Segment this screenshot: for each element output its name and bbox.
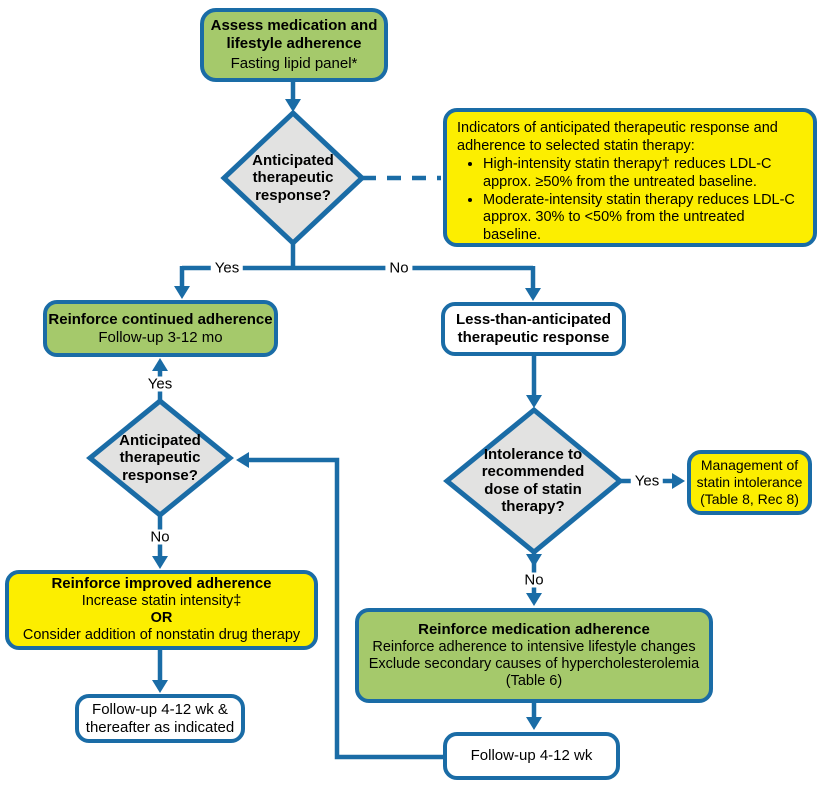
- edge-label-yes-left-diamond: Yes: [143, 376, 177, 392]
- arrowhead-loop-into-left-diamond: [236, 452, 249, 468]
- node-followup-thereafter: Follow-up 4-12 wk & thereafter as indica…: [75, 694, 245, 743]
- node-text: Management of statin intolerance (Table …: [696, 457, 803, 507]
- node-line2: Reinforce adherence to intensive lifesty…: [372, 638, 696, 655]
- indicators-bullet-2: Moderate-intensity statin therapy reduce…: [483, 192, 803, 245]
- node-reinforce-continued: Reinforce continued adherence Follow-up …: [43, 300, 278, 357]
- arrowhead-into-management: [672, 473, 685, 489]
- node-line3: OR: [150, 610, 173, 627]
- node-title: Reinforce medication adherence: [418, 620, 650, 638]
- node-assess-adherence: Assess medication and lifestyle adherenc…: [200, 8, 388, 82]
- edge-label-no-left-diamond: No: [146, 529, 174, 545]
- node-management-intolerance: Management of statin intolerance (Table …: [687, 450, 812, 515]
- diamond-intolerance-question: Intolerance to recommended dose of stati…: [481, 446, 585, 516]
- arrowhead-into-followup: [526, 717, 542, 730]
- node-line3: Exclude secondary causes of hypercholest…: [368, 655, 700, 689]
- arrowhead-into-followup-thereafter: [152, 680, 168, 693]
- edge-label-yes-intolerance: Yes: [630, 473, 664, 489]
- node-title: Reinforce improved adherence: [51, 575, 272, 593]
- node-subtitle: Follow-up 3-12 mo: [98, 328, 223, 346]
- edge-label-yes-top-branch: Yes: [210, 260, 244, 276]
- node-line4: Consider addition of nonstatin drug ther…: [22, 627, 301, 644]
- arrowhead-into-reinforce-medication: [526, 593, 542, 606]
- edge-label-no-intolerance: No: [520, 572, 548, 588]
- arrowhead-up-into-reinforce-continued: [152, 358, 168, 371]
- indicators-intro: Indicators of anticipated therapeutic re…: [457, 120, 778, 154]
- node-followup-4-12: Follow-up 4-12 wk: [443, 732, 620, 780]
- node-less-than-anticipated: Less-than-anticipated therapeutic respon…: [441, 302, 626, 356]
- node-line2: Increase statin intensity‡: [81, 593, 242, 610]
- diamond-anticipated-response-left: [86, 397, 234, 519]
- edge-label-no-top-branch: No: [385, 260, 413, 276]
- node-reinforce-medication: Reinforce medication adherence Reinforce…: [355, 608, 713, 703]
- arrowhead-into-reinforce-improved: [152, 556, 168, 569]
- diamond-intolerance: [443, 406, 624, 556]
- arrowhead-into-less-than: [525, 288, 541, 301]
- node-title: Less-than-anticipated therapeutic respon…: [455, 311, 612, 346]
- node-title: Assess medication and lifestyle adherenc…: [210, 16, 378, 52]
- node-text: Follow-up 4-12 wk & thereafter as indica…: [85, 700, 235, 736]
- arrowhead-into-reinforce-continued: [174, 286, 190, 299]
- node-text: Follow-up 4-12 wk: [470, 747, 593, 765]
- indicators-bullet-1: High-intensity statin therapy† reduces L…: [483, 156, 803, 191]
- node-indicators-note: Indicators of anticipated therapeutic re…: [443, 108, 817, 247]
- diamond-left-question: Anticipated therapeutic response?: [119, 431, 201, 484]
- node-reinforce-improved: Reinforce improved adherence Increase st…: [5, 570, 318, 650]
- diamond-top-question: Anticipated therapeutic response?: [252, 151, 334, 204]
- node-subtitle: Fasting lipid panel*: [230, 55, 358, 73]
- arrowhead-below-intolerance: [526, 554, 542, 567]
- arrowhead-into-top-diamond: [285, 99, 301, 112]
- indicators-bullet-list: High-intensity statin therapy† reduces L…: [457, 156, 803, 244]
- arrowhead-into-intolerance-diamond: [526, 395, 542, 408]
- node-title: Reinforce continued adherence: [48, 310, 273, 328]
- diamond-anticipated-response-top: [220, 109, 366, 247]
- connector-followup-loopback: [248, 457, 443, 760]
